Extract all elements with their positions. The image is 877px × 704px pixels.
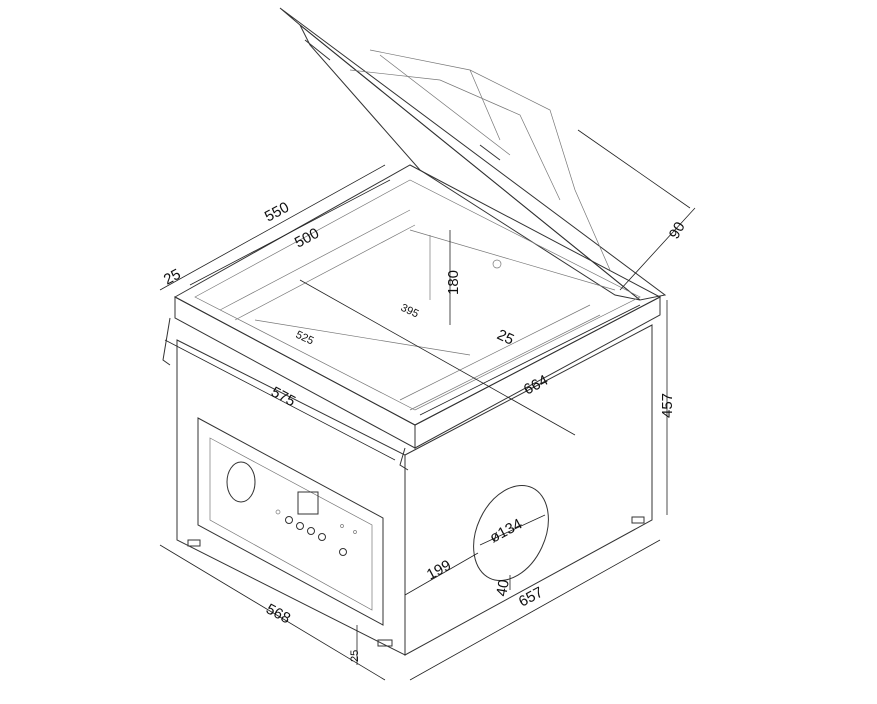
dim-rim-left: 25: [161, 266, 184, 289]
display: [297, 491, 319, 515]
dim-rim-right: 25: [494, 326, 516, 348]
dim-seal-bar-length: 395: [399, 302, 421, 321]
dim-foot-height: 25: [349, 650, 361, 662]
dim-top-depth: 664: [521, 372, 551, 399]
vacuum-gauge: [226, 461, 256, 503]
control-knob: [296, 522, 304, 530]
dim-port-offset-side: 199: [424, 557, 454, 584]
vacuum-port: [473, 484, 549, 582]
dim-base-width: 568: [263, 601, 293, 628]
control-panel: [197, 417, 384, 626]
dim-body-height: 457: [659, 393, 676, 418]
dim-port-offset-bottom: 40: [493, 578, 513, 597]
control-knob: [307, 527, 315, 535]
dim-chamber-inner-depth: 525: [294, 329, 316, 348]
dim-top-width: 575: [268, 384, 298, 411]
control-knob: [339, 548, 347, 556]
dim-chamber-depth: 180: [445, 270, 462, 295]
control-knob: [285, 516, 293, 524]
machine-body: [176, 324, 653, 656]
open-lid: [279, 7, 667, 301]
dim-lid-height: 90: [666, 219, 689, 242]
dimension-lines: [159, 129, 696, 681]
control-knob: [318, 533, 326, 541]
dim-chamber-outer-width: 550: [262, 199, 292, 226]
dim-port-diameter: ø134: [487, 515, 525, 546]
